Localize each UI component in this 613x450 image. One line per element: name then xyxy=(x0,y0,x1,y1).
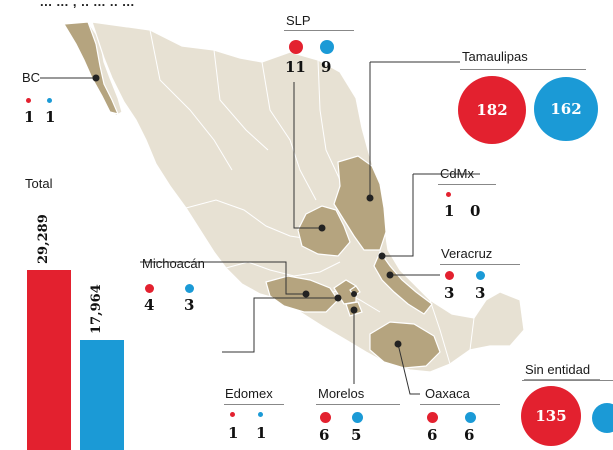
slp-red-value: 11 xyxy=(285,58,306,76)
oaxaca-blue-value: 6 xyxy=(464,426,475,444)
oaxaca-blue-dot xyxy=(465,412,476,423)
sin-entidad-underline xyxy=(522,380,613,381)
michoacan-blue-dot xyxy=(185,284,194,293)
sin-entidad-red-bubble: 135 xyxy=(521,386,581,446)
morelos-red-dot xyxy=(320,412,331,423)
total-red-bar xyxy=(27,270,71,450)
morelos-underline xyxy=(316,404,400,405)
anchor-oaxaca xyxy=(394,340,402,348)
michoacan-red-dot xyxy=(145,284,154,293)
anchor-slp xyxy=(318,224,326,232)
label-edomex: Edomex xyxy=(225,386,273,401)
anchor-cdmx xyxy=(378,252,386,260)
veracruz-underline xyxy=(440,264,520,265)
veracruz-blue-value: 3 xyxy=(475,284,486,302)
leader-oaxaca xyxy=(397,343,420,395)
label-morelos: Morelos xyxy=(318,386,365,401)
cdmx-underline xyxy=(438,184,496,185)
label-bc: BC xyxy=(22,70,41,85)
veracruz-red-dot xyxy=(445,271,454,280)
edomex-blue-value: 1 xyxy=(256,424,267,442)
label-total: Total xyxy=(25,176,53,191)
tamaulipas-red-bubble: 182 xyxy=(458,76,526,144)
state-tamaulipas xyxy=(333,155,387,251)
morelos-red-value: 6 xyxy=(319,426,330,444)
morelos-blue-value: 5 xyxy=(351,426,362,444)
morelos-blue-dot xyxy=(352,412,363,423)
oaxaca-red-value: 6 xyxy=(427,426,438,444)
michoacan-red-value: 4 xyxy=(144,296,155,314)
tamaulipas-blue-bubble: 162 xyxy=(534,77,598,141)
leader-michoacan xyxy=(140,261,306,295)
anchor-tamaulipas xyxy=(366,194,374,202)
label-cdmx: CdMx xyxy=(440,166,474,181)
total-red-value: 29,289 xyxy=(36,214,51,264)
state-slp xyxy=(297,205,351,257)
anchor-edomex xyxy=(334,294,342,302)
anchor-dots xyxy=(92,74,402,348)
label-tamaulipas: Tamaulipas xyxy=(462,49,528,64)
edomex-red-dot xyxy=(230,412,235,417)
veracruz-red-value: 3 xyxy=(444,284,455,302)
anchor-morelos xyxy=(350,306,358,314)
cdmx-red-dot xyxy=(446,192,451,197)
edomex-underline xyxy=(224,404,284,405)
state-oaxaca xyxy=(369,321,441,369)
leader-slp xyxy=(293,82,322,229)
slp-blue-dot xyxy=(320,40,334,54)
total-blue-value: 17,964 xyxy=(89,283,104,334)
bc-red-value: 1 xyxy=(24,108,35,126)
total-blue-bar xyxy=(80,339,124,450)
leader-cdmx xyxy=(382,174,414,257)
edomex-blue-dot xyxy=(258,412,263,417)
header-cut-text: ... ... , .. ... .. ... xyxy=(40,0,135,9)
anchor-cdmx-2 xyxy=(351,291,357,297)
state-bc xyxy=(62,21,120,115)
sin-entidad-blue-bubble xyxy=(592,403,613,433)
anchor-michoacan xyxy=(302,290,310,298)
veracruz-blue-dot xyxy=(476,271,485,280)
label-veracruz: Veracruz xyxy=(441,246,493,261)
cdmx-blue-value: 0 xyxy=(470,202,481,220)
label-slp: SLP xyxy=(286,13,311,28)
anchor-bc xyxy=(92,74,100,82)
label-sin-entidad: Sin entidad xyxy=(525,362,591,377)
michoacan-blue-value: 3 xyxy=(184,296,195,314)
bc-blue-value: 1 xyxy=(45,108,56,126)
edomex-red-value: 1 xyxy=(228,424,239,442)
label-oaxaca: Oaxaca xyxy=(425,386,470,401)
tamaulipas-underline xyxy=(460,69,586,70)
slp-red-dot xyxy=(289,40,303,54)
slp-underline xyxy=(284,30,354,31)
bc-blue-dot xyxy=(47,98,52,103)
mexico-mainland xyxy=(91,21,525,373)
leader-edomex xyxy=(222,297,338,353)
anchor-veracruz xyxy=(386,271,394,279)
slp-blue-value: 9 xyxy=(321,58,332,76)
oaxaca-underline xyxy=(420,404,500,405)
bc-red-dot xyxy=(26,98,31,103)
oaxaca-red-dot xyxy=(427,412,438,423)
label-michoacan: Michoacán xyxy=(142,256,205,271)
cdmx-red-value: 1 xyxy=(444,202,455,220)
